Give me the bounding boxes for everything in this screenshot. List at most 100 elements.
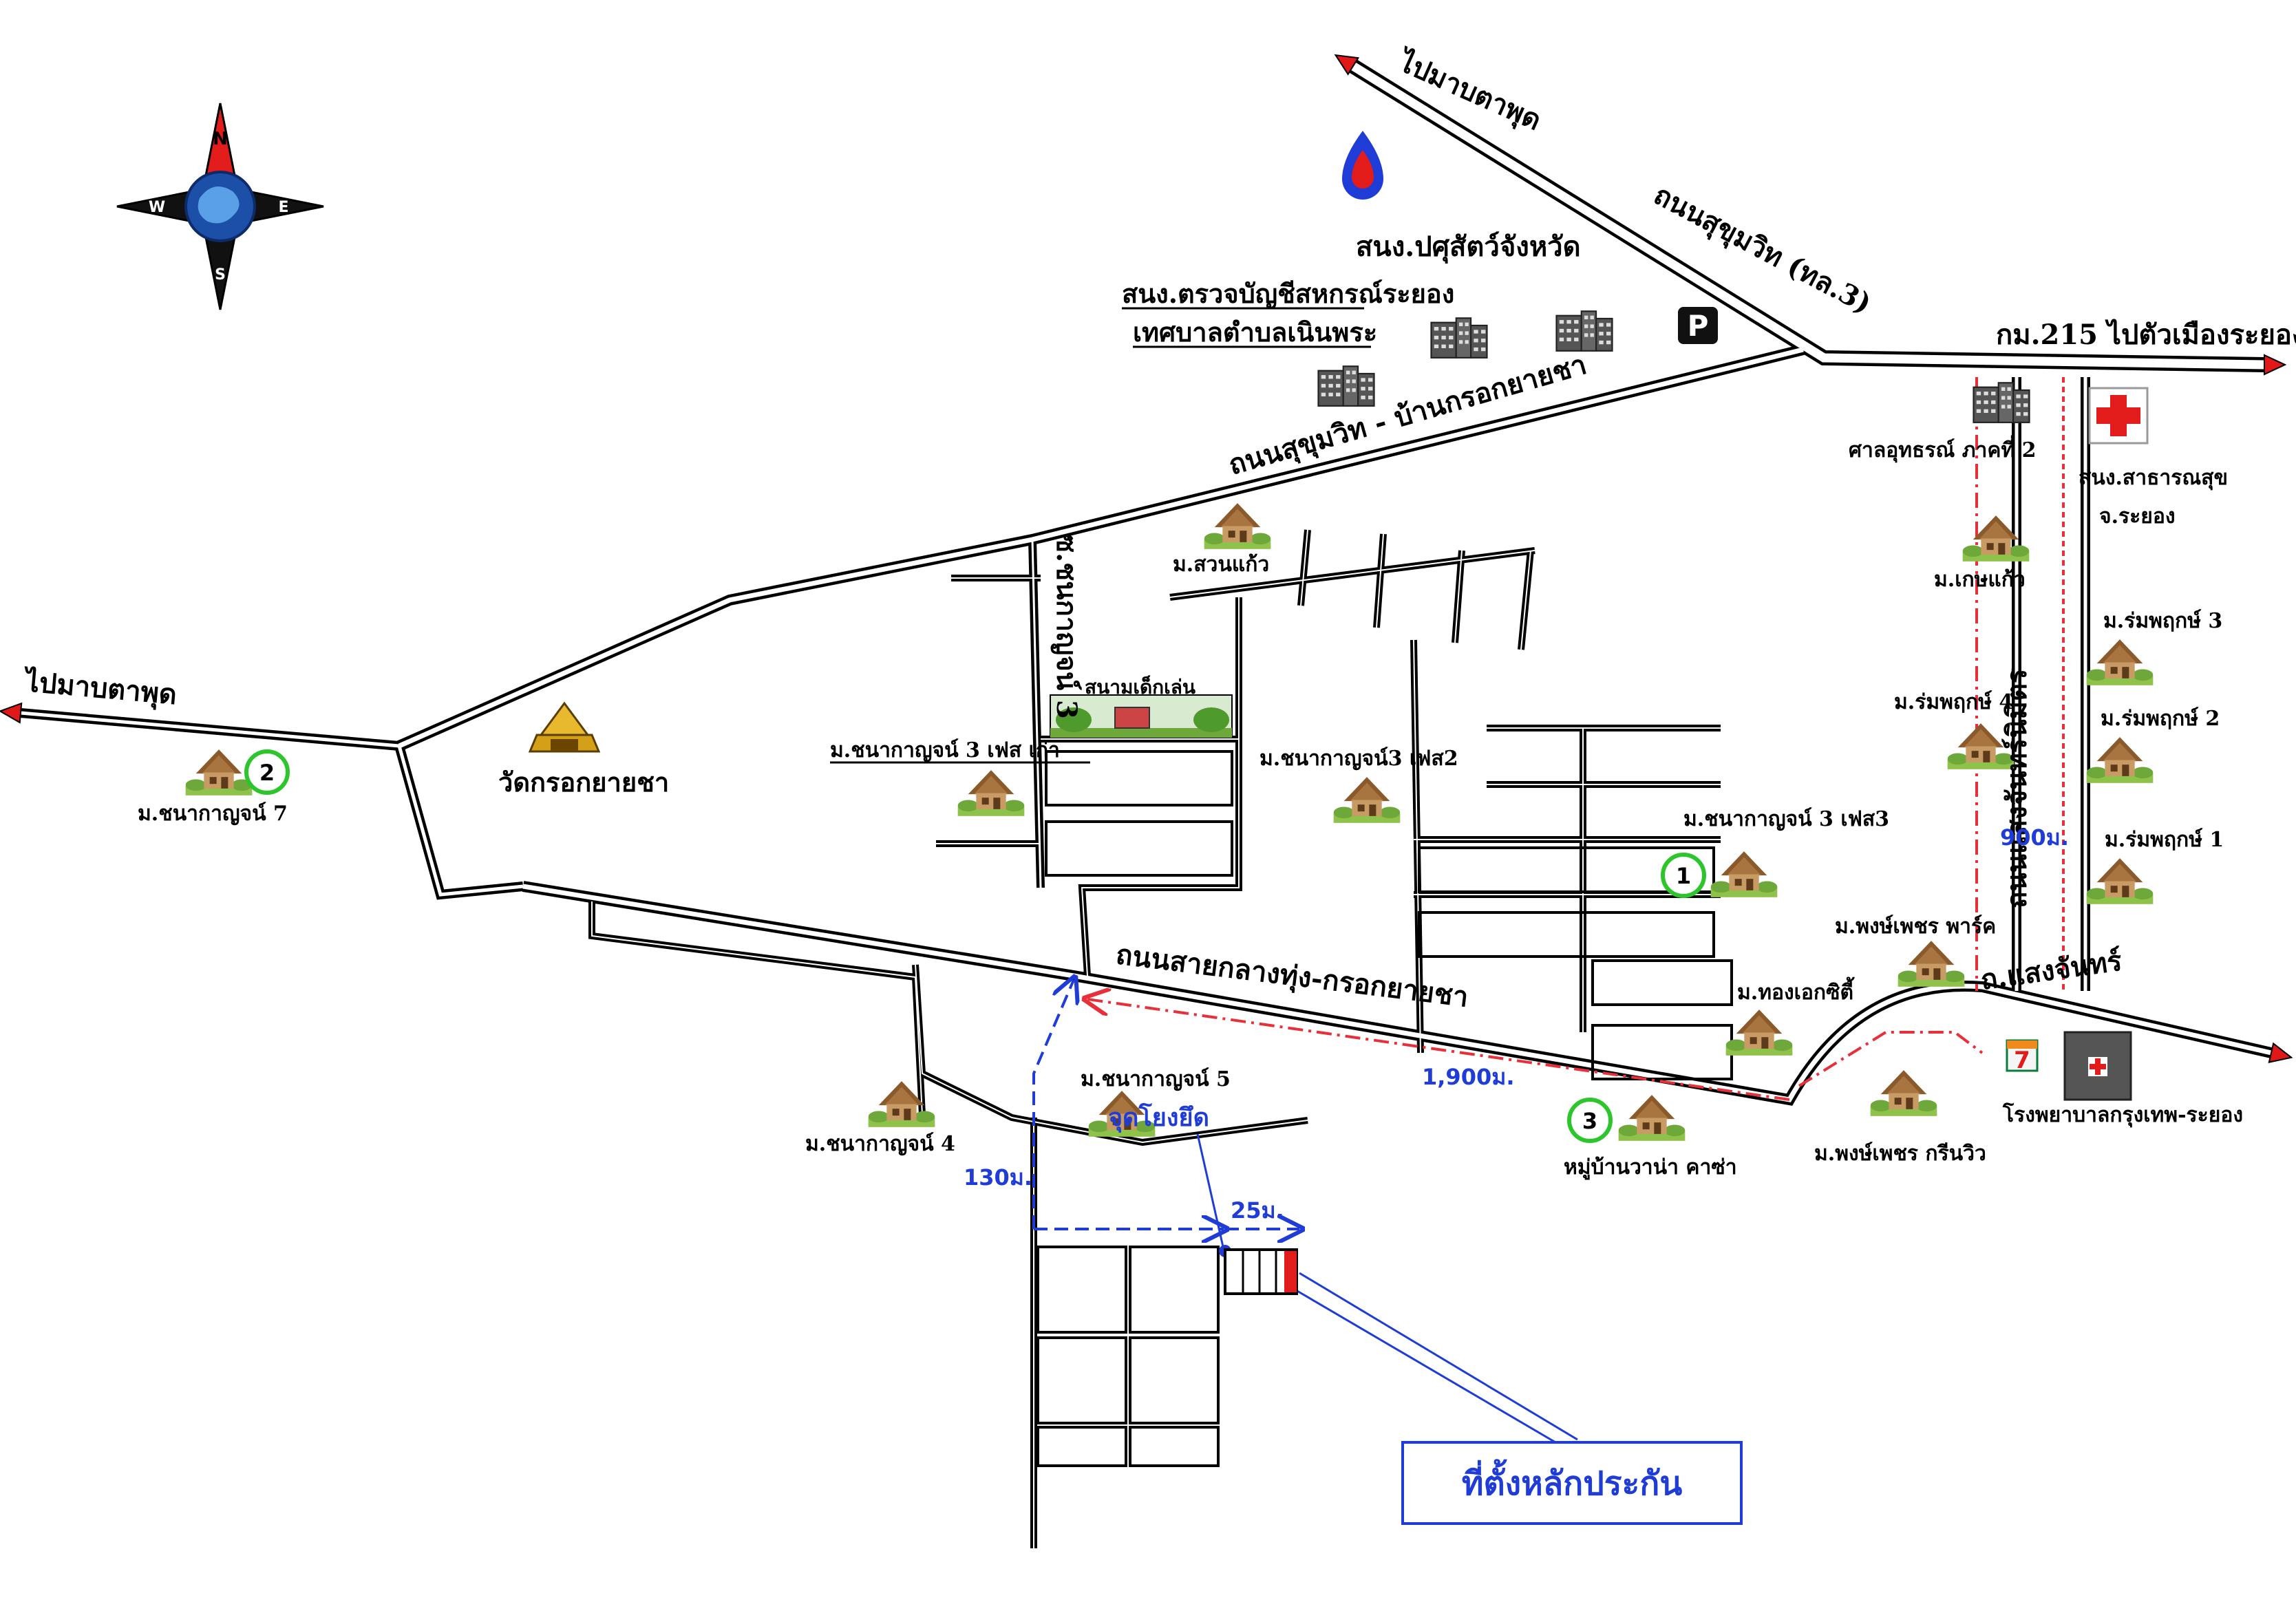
house-icon — [957, 770, 1025, 816]
collateral-pointer-2 — [1292, 1287, 1573, 1453]
distance-130: 130ม. — [964, 1164, 1032, 1190]
distance-1900: 1,900ม. — [1422, 1064, 1514, 1090]
label-chanakan-5: ม.ชนากาญจน์ 5 — [1081, 1067, 1231, 1091]
distance-lines — [1032, 980, 1299, 1229]
label-chanakan-3-phase3: ม.ชนากาญจน์ 3 เฟส3 — [1683, 807, 1889, 831]
label-coop-audit-office: สนง.ตรวจบัญชีสหกรณ์ระยอง — [1122, 278, 1454, 309]
office-building-icon — [1430, 317, 1488, 359]
label-romphruk-2: ม.ร่มพฤกษ์ 2 — [2101, 707, 2220, 731]
collateral-label-box: ที่ตั้งหลักประกัน — [1401, 1441, 1743, 1525]
road-label-map-ta-phut-left: ไปมาบตาพุด — [21, 665, 178, 712]
collateral-label: ที่ตั้งหลักประกัน — [1462, 1459, 1682, 1503]
label-romphruk-4: ม.ร่มพฤกษ์ 4 — [1894, 690, 2013, 714]
road-map-ta-phut-left — [20, 711, 400, 748]
label-phongphet-park: ม.พงษ์เพชร พาร์ค — [1835, 915, 1996, 939]
marker-1: 1 — [1661, 853, 1706, 898]
road-chanakan-3-old-outline — [936, 575, 1242, 976]
road-sukhumvit-ban-krok — [398, 347, 1804, 749]
distance-25: 25ม. — [1231, 1197, 1284, 1224]
road-direction-arrow — [0, 702, 23, 724]
label-thong-ek-city: ม.ทองเอกซิตี้ — [1737, 976, 1855, 1005]
road-label-map-ta-phut-top: ไปมาบตาพุด — [1391, 45, 1546, 138]
road-direction-arrow — [1334, 54, 1360, 76]
label-noen-phra-municipality: เทศบาลตำบลเนินพระ — [1133, 317, 1377, 348]
label-suan-kaeo: ม.สวนแก้ว — [1173, 553, 1269, 577]
road-direction-arrow — [2268, 1042, 2293, 1063]
label-chanakan-3-phase2: ม.ชนากาญจน์3 เฟส2 — [1259, 747, 1458, 771]
label-appeal-court: ศาลอุทธรณ์ ภาคที่ 2 — [1849, 435, 2037, 463]
hospital-cross-icon — [2088, 387, 2149, 445]
marker-3-label: 3 — [1582, 1108, 1597, 1134]
house-icon — [1870, 1070, 1937, 1116]
road-label-chanakan-3-soi: ซ.ชนกาญจน์ 3 — [1050, 534, 1083, 719]
label-wat: วัดกรอกยายชา — [498, 767, 669, 798]
office-building-icon — [1555, 310, 1613, 352]
seven-eleven-icon: 7 — [2006, 1039, 2039, 1074]
road-phase2-grid — [1169, 529, 1535, 1054]
road-network — [0, 54, 2293, 1548]
label-wana-casa: หมู่บ้านวาน่า คาซ่า — [1564, 1155, 1737, 1180]
marker-3: 3 — [1567, 1098, 1613, 1143]
road-sukhumvit — [1350, 62, 2265, 370]
seven-eleven-label: 7 — [2014, 1047, 2030, 1074]
marker-1-label: 1 — [1676, 863, 1691, 889]
label-kasem-kaeo: ม.เกษแก้ว — [1934, 568, 2026, 592]
road-left-loop-outline — [588, 901, 926, 1115]
label-chanakan-7: ม.ชนากาญจน์ 7 — [138, 802, 288, 826]
label-romphruk-1: ม.ร่มพฤกษ์ 1 — [2105, 828, 2224, 852]
label-chanakan-3-old: ม.ชนากาญจน์ 3 เฟส เก่า — [830, 738, 1060, 762]
lot-blocks — [1037, 750, 1733, 1467]
road-chanthanimit — [2015, 377, 2087, 991]
label-public-health-office: สนง.สาธารณสุข — [2079, 466, 2228, 491]
house-icon — [1898, 941, 1965, 987]
label-romphruk-3: ม.ร่มพฤกษ์ 3 — [2103, 609, 2222, 633]
road-left-loop — [591, 901, 923, 1115]
reference-point-label: จุดโยงยึด — [1108, 1102, 1209, 1133]
compass-rose: N S W E — [116, 103, 324, 310]
reference-pointer — [1196, 1133, 1225, 1250]
playground-icon — [1050, 694, 1233, 738]
house-icon — [1333, 777, 1401, 823]
marker-2-label: 2 — [259, 760, 275, 786]
road-direction-arrow — [2264, 354, 2287, 376]
road-label-saeng-chan: ถ.แสงจันทร์ — [1979, 945, 2125, 996]
compass-south: S — [215, 266, 226, 284]
house-icon — [1710, 851, 1778, 897]
road-chanakan-3-soi — [1031, 539, 1042, 888]
label-public-health-province: จ.ระยอง — [2099, 504, 2176, 528]
parking-icon: P — [1678, 307, 1718, 344]
house-icon — [1618, 1095, 1686, 1141]
label-hospital: โรงพยาบาลกรุงเทพ-ระยอง — [2002, 1102, 2243, 1128]
house-icon — [1725, 1010, 1793, 1056]
ptt-station-icon — [1342, 131, 1383, 200]
road-wat-loop — [397, 745, 524, 897]
wat-icon — [528, 701, 601, 753]
road-label-rayong-city: กม.215 ไปตัวเมืองระยอง — [1996, 319, 2296, 351]
label-phongphet-greenview: ม.พงษ์เพชร กรีนวิว — [1814, 1142, 1986, 1166]
house-icon — [2086, 639, 2154, 685]
distance-900: 900ม. — [2000, 824, 2069, 851]
compass-east: E — [278, 199, 288, 216]
road-label-sukhumvit: ถนนสุขุมวิท (ทล.3) — [1648, 178, 1876, 321]
route-dashed-red — [1798, 377, 1984, 1087]
house-icon — [2086, 737, 2154, 783]
hospital-building-icon — [2063, 1031, 2132, 1101]
house-icon — [185, 749, 253, 795]
collateral-plot — [1224, 1248, 1298, 1295]
office-building-icon — [1317, 365, 1375, 407]
marker-2: 2 — [244, 749, 290, 795]
house-icon — [1204, 503, 1271, 549]
road-chanakan-3-old — [936, 577, 1240, 976]
house-icon — [2086, 858, 2154, 904]
compass-north: N — [213, 129, 228, 149]
label-playground: สนามเด็กเล่น — [1085, 675, 1195, 698]
collateral-pointer — [1299, 1272, 1578, 1441]
road-phase3-grid — [1414, 727, 1721, 1032]
label-chanakan-4: ม.ชนากาญจน์ 4 — [805, 1132, 955, 1156]
compass-west: W — [149, 199, 165, 216]
label-livestock-office: สนง.ปศุสัตว์จังหวัด — [1356, 231, 1581, 264]
parking-label: P — [1688, 309, 1709, 343]
road-label-chanthanimit: ถนนแสงจันทร์นิมิตร — [2001, 668, 2033, 908]
route-1900-line — [1087, 999, 1790, 1101]
